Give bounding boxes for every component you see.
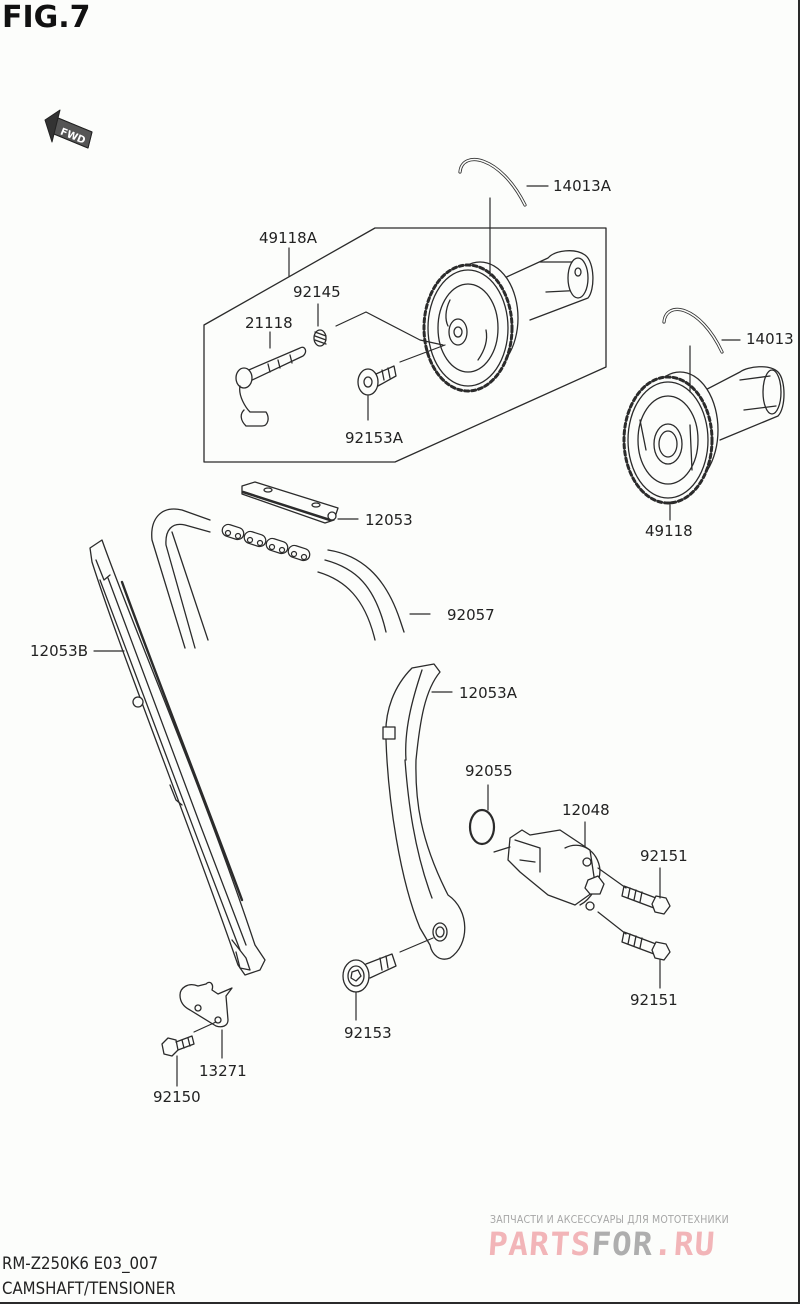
callout-92153: 92153 bbox=[344, 1024, 392, 1042]
model-code: RM-Z250K6 E03_007 bbox=[2, 1254, 159, 1274]
figure-title: FIG.7 bbox=[2, 0, 91, 35]
chain-tensioner-12048 bbox=[507, 829, 605, 911]
bolt-92151-upper bbox=[621, 885, 671, 915]
camshaft-sprocket-upper bbox=[422, 250, 594, 393]
callout-13271: 13271 bbox=[199, 1062, 247, 1080]
callout-92057: 92057 bbox=[447, 606, 495, 624]
decomp-shaft-21118 bbox=[235, 346, 307, 427]
spring-92145 bbox=[313, 329, 327, 347]
o-ring-92055 bbox=[468, 808, 496, 846]
callout-12053B: 12053B bbox=[30, 642, 89, 660]
callout-92151-lower: 92151 bbox=[630, 991, 678, 1009]
watermark-logo: PARTSFOR.RU bbox=[486, 1225, 717, 1263]
bolt-92150 bbox=[161, 1035, 195, 1057]
callout-49118: 49118 bbox=[645, 522, 693, 540]
bolt-92153 bbox=[342, 953, 397, 993]
watermark-tagline: ЗАПЧАСТИ И АКСЕССУАРЫ ДЛЯ МОТОТЕХНИКИ bbox=[490, 1213, 729, 1226]
chain-guide-12053 bbox=[241, 481, 339, 524]
callout-12053: 12053 bbox=[365, 511, 413, 529]
tensioner-guide-12053A bbox=[382, 663, 466, 960]
camshaft-sprocket-lower bbox=[622, 366, 785, 505]
callout-92151-upper: 92151 bbox=[640, 847, 688, 865]
watermark-brand-parts: PARTS bbox=[486, 1225, 593, 1263]
callout-12048: 12048 bbox=[562, 801, 610, 819]
callout-92153A: 92153A bbox=[345, 429, 403, 447]
callout-14013A: 14013A bbox=[553, 177, 611, 195]
circlip-14013A bbox=[458, 157, 527, 207]
plate-13271 bbox=[179, 981, 233, 1028]
callout-21118: 21118 bbox=[245, 314, 293, 332]
bolt-92151-lower bbox=[621, 931, 671, 961]
leader-lines bbox=[93, 185, 741, 1087]
circlip-14013 bbox=[662, 307, 724, 354]
watermark-brand-for: FOR bbox=[589, 1225, 655, 1263]
kit-outline-49118A bbox=[203, 227, 607, 463]
callout-92150: 92150 bbox=[153, 1088, 201, 1106]
callout-12053A: 12053A bbox=[459, 684, 517, 702]
section-name: CAMSHAFT/TENSIONER bbox=[2, 1279, 176, 1299]
cam-chain-92057 bbox=[151, 508, 405, 649]
callout-92145: 92145 bbox=[293, 283, 341, 301]
chain-guide-12053B bbox=[89, 539, 266, 976]
callout-14013: 14013 bbox=[746, 330, 794, 348]
fwd-arrow-icon: FWD bbox=[44, 109, 93, 149]
bolt-92153A bbox=[357, 365, 397, 396]
callout-49118A: 49118A bbox=[259, 229, 317, 247]
callout-92055: 92055 bbox=[465, 762, 513, 780]
watermark-brand-ru: .RU bbox=[652, 1225, 717, 1263]
